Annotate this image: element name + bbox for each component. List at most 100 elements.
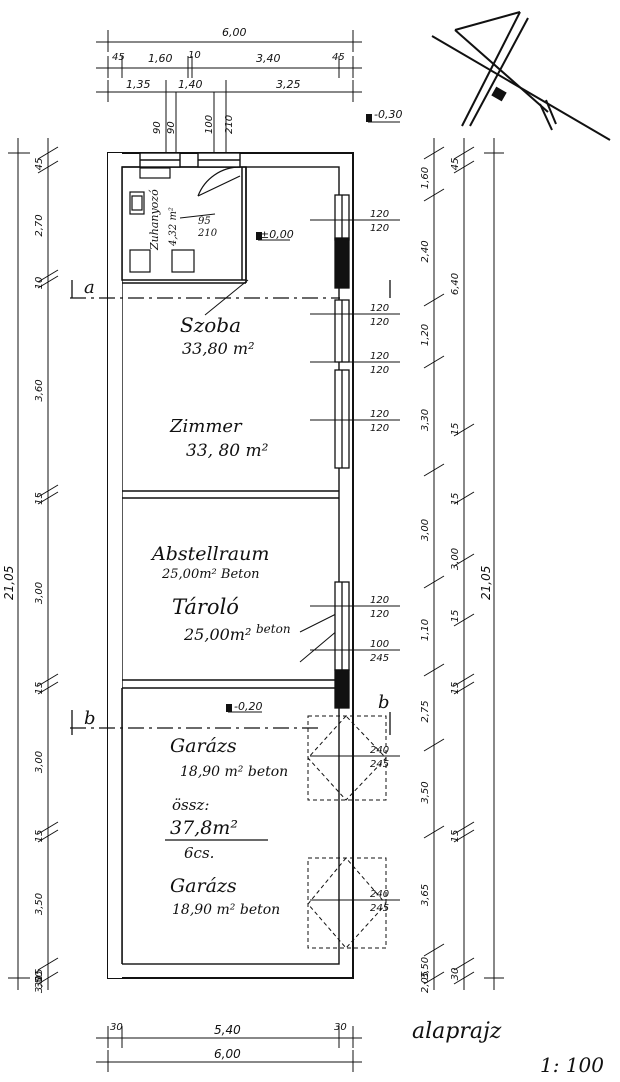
- opening-width: 120: [370, 303, 389, 314]
- bottom-r1-1: 5,40: [214, 1023, 241, 1037]
- opening-height: 245: [370, 903, 389, 914]
- left-seg-label: 3,60: [34, 379, 45, 401]
- room-tarolo-area: 25,00m²: [183, 625, 251, 644]
- right-dimensions: 1,602,401,203,303,001,102,753,503,653,50…: [420, 138, 504, 993]
- left-seg-label: 15: [34, 682, 45, 695]
- left-seg-label: 15: [34, 830, 45, 843]
- section-lines: [70, 280, 391, 735]
- right-mid-tick: [453, 681, 475, 695]
- right-inner-tick: [423, 146, 445, 160]
- right-mid-label: 6,40: [450, 273, 461, 295]
- left-seg-label: 3,00: [34, 582, 45, 604]
- top-r3-1: 1,40: [178, 78, 203, 91]
- garage2-area: 18,90 m² beton: [172, 902, 280, 918]
- room-zimmer-area: 33, 80 m²: [186, 441, 269, 461]
- right-inner-label: 2,40: [420, 240, 431, 262]
- right-inner-tick: [423, 463, 445, 477]
- room-szoba-area: 33,80 m²: [182, 339, 254, 358]
- small-door-w: 95: [198, 216, 211, 227]
- left-seg-label: 45: [34, 158, 45, 171]
- opening-width: 120: [370, 595, 389, 606]
- bathroom-area: 4,32 m²: [168, 207, 179, 247]
- bathroom-fixtures: [129, 166, 241, 273]
- opening-labels: 1201201201201201201201201201201002452402…: [310, 209, 400, 914]
- door-l-1: 90: [166, 121, 177, 134]
- top-r2-3: 3,40: [256, 52, 281, 65]
- left-seg-label: 2,70: [34, 214, 45, 236]
- right-inner-tick: [423, 575, 445, 589]
- left-tick: [37, 829, 59, 843]
- total-area: 37,8m²: [170, 817, 238, 839]
- opening-width: 120: [370, 409, 389, 420]
- drawing-scale: 1: 100: [540, 1053, 604, 1077]
- right-inner-tick: [423, 825, 445, 839]
- right-mid-tick: [453, 971, 475, 985]
- left-seg-label: 30: [34, 976, 45, 989]
- right-inner-label: 2,75: [420, 700, 431, 722]
- opening-height: 120: [370, 223, 389, 234]
- right-total: 21,05: [479, 566, 493, 600]
- opening-width: 100: [370, 639, 389, 650]
- left-dimensions: 21,05 452,70103,60153,00153,00153,50153,…: [2, 138, 59, 993]
- level-marks: -0,30 ±0,00 -0,20: [226, 108, 402, 713]
- opening-height: 120: [370, 365, 389, 376]
- level-garage: -0,20: [234, 700, 262, 713]
- right-mid-tick: [453, 553, 475, 567]
- right-inner-tick: [423, 355, 445, 369]
- left-tick: [37, 957, 59, 971]
- left-tick: [37, 484, 59, 498]
- right-inner-label: 1,20: [420, 324, 431, 346]
- opening-width: 240: [370, 745, 389, 756]
- garage-doors: [307, 715, 387, 949]
- right-mid-label: 45: [450, 158, 461, 171]
- door-l-0: 90: [152, 121, 163, 134]
- room-abstell-name: Abstellraum: [150, 543, 269, 565]
- left-tick: [37, 275, 59, 289]
- right-mid-tick: [453, 160, 475, 174]
- top-r3-2: 3,25: [276, 78, 301, 91]
- right-mid-tick: [453, 491, 475, 505]
- right-inner-tick: [423, 943, 445, 957]
- right-inner-label: 2,05: [420, 971, 431, 993]
- section-b-left: b: [84, 708, 96, 729]
- right-mid-label: 15: [450, 493, 461, 506]
- right-mid-label: 15: [450, 423, 461, 436]
- north-arrow-icon: [431, 11, 611, 141]
- left-tick: [37, 673, 59, 687]
- right-mid-tick: [453, 957, 475, 971]
- right-mid-tick: [453, 423, 475, 437]
- right-mid-label: 3,00: [450, 548, 461, 570]
- left-tick: [37, 681, 59, 695]
- right-mid-tick: [453, 673, 475, 687]
- room-zimmer-name: Zimmer: [169, 416, 243, 437]
- right-mid-label: 15: [450, 682, 461, 695]
- top-r2-2: 10: [188, 50, 201, 61]
- section-b-right: b: [378, 692, 390, 713]
- left-seg-label: 3,50: [34, 971, 45, 993]
- total-unit: 6cs.: [184, 844, 214, 862]
- drawing-title: alaprajz: [412, 1019, 502, 1044]
- room-szoba-name: Szoba: [180, 313, 241, 337]
- left-tick: [37, 971, 59, 985]
- right-mid-label: 15: [450, 830, 461, 843]
- interior-walls: [121, 166, 339, 964]
- garage1-area: 18,90 m² beton: [180, 764, 288, 780]
- bottom-dimensions: 30 5,40 30 6,00: [96, 1022, 362, 1072]
- left-tick: [37, 491, 59, 505]
- right-mid-tick: [453, 821, 475, 835]
- bathroom-name: Zuhanyozó: [148, 189, 161, 251]
- door-l-3: 210: [224, 115, 235, 134]
- bottom-r1-0: 30: [110, 1022, 123, 1033]
- pointer-lines: [179, 213, 341, 663]
- right-mid-label: 30: [450, 968, 461, 981]
- left-tick: [37, 269, 59, 283]
- left-total: 21,05: [2, 566, 16, 600]
- right-inner-tick: [423, 971, 445, 985]
- right-windows: [334, 194, 350, 709]
- top-overall: 6,00: [222, 26, 247, 39]
- left-seg-label: 15: [34, 969, 45, 982]
- right-inner-tick: [423, 293, 445, 307]
- room-abstell-area: 25,00m² Beton: [161, 567, 260, 582]
- opening-width: 120: [370, 351, 389, 362]
